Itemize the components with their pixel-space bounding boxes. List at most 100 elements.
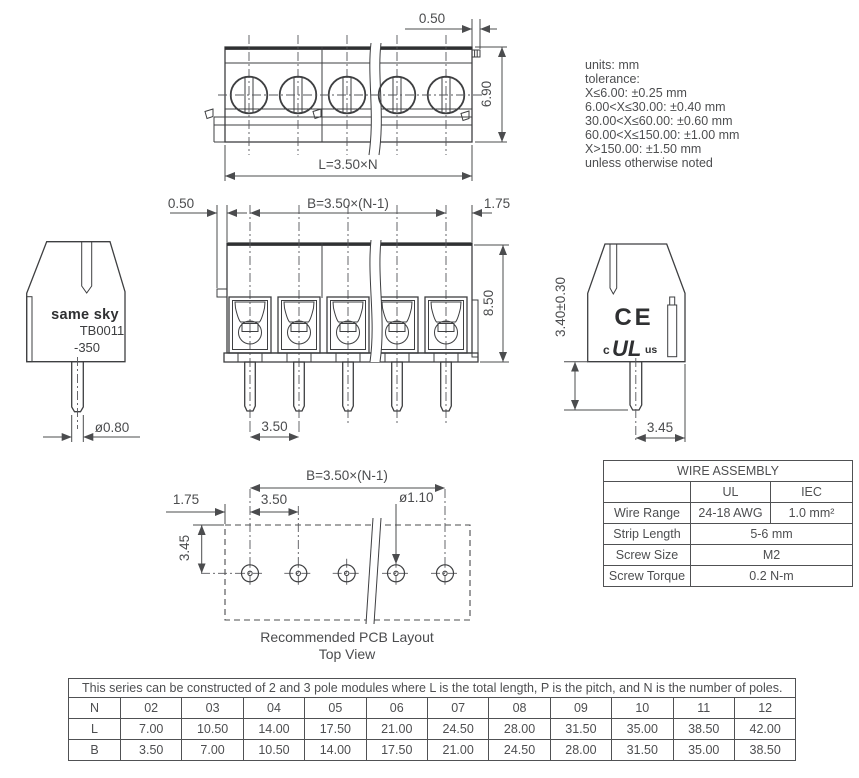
dim-total-length-label: L=3.50×N	[318, 157, 377, 172]
strip-length-label: Strip Length	[603, 523, 691, 545]
pcb-outline	[224, 524, 471, 621]
dim-pole-span-label: B=3.50×(N-1)	[306, 468, 388, 483]
l-value: 42.00	[733, 718, 797, 740]
top-slot	[81, 241, 93, 294]
b-value: 35.00	[672, 739, 735, 761]
side-rib	[471, 299, 479, 358]
dim-pole-span-label: B=3.50×(N-1)	[307, 196, 389, 211]
ul-mark-us: us	[645, 344, 657, 356]
side-rib	[26, 296, 33, 363]
pcb-layout-drawing: B=3.50×(N-1) 3.50 1.75 ø1.10 3.45 Recomm…	[166, 468, 471, 662]
part-suffix: -350	[74, 340, 100, 355]
dim-body-height-label: 8.50	[481, 290, 496, 316]
l-value: 38.50	[672, 718, 735, 740]
n-value: 06	[365, 697, 428, 719]
series-dimension-table: This series can be constructed of 2 and …	[67, 678, 797, 761]
tolerance-line: 6.00<X≤30.00: ±0.40 mm	[585, 100, 726, 114]
wire-assembly-table: WIRE ASSEMBLY UL IEC Wire Range 24-18 AW…	[603, 460, 853, 587]
side-view-left-drawing: same sky TB0011 -350 ø0.80	[26, 241, 140, 442]
n-value: 04	[242, 697, 306, 719]
pin	[629, 361, 643, 411]
tolerance-line: 60.00<X≤150.00: ±1.00 mm	[585, 128, 740, 142]
front-view-drawing: 0.50 B=3.50×(N-1) 1.75 8.50 3.50	[168, 196, 510, 441]
side-view-right-drawing: CE c UL us 3.40±0.30 3.45	[553, 243, 686, 442]
dim-pin-edge-label: 3.45	[647, 420, 673, 435]
l-value: 17.50	[304, 718, 367, 740]
series-row-n: N 02 03 04 05 06 07 08 09 10 11 12	[68, 697, 797, 719]
b-value: 28.00	[549, 739, 613, 761]
b-value: 7.00	[181, 739, 244, 761]
n-value: 07	[426, 697, 490, 719]
l-value: 31.50	[549, 718, 613, 740]
dim-pitch-label: 3.50	[261, 492, 287, 507]
dim-tab-label: 0.50	[419, 11, 445, 26]
dim-end-margin-label: 1.75	[484, 196, 510, 211]
l-value: 10.50	[181, 718, 244, 740]
b-value: 17.50	[365, 739, 428, 761]
wire-range-iec-value: 1.0 mm²	[770, 502, 853, 524]
n-value: 05	[304, 697, 367, 719]
n-value: 09	[549, 697, 613, 719]
ul-mark: UL	[612, 336, 641, 361]
break-gap	[369, 240, 383, 362]
n-value: 12	[733, 697, 797, 719]
l-value: 28.00	[488, 718, 551, 740]
housing-outline-top	[224, 46, 473, 143]
units-line: units: mm	[585, 58, 640, 72]
part-number: TB0011	[80, 323, 125, 338]
l-value: 24.50	[426, 718, 490, 740]
row-label-l: L	[68, 718, 121, 740]
n-value: 03	[181, 697, 244, 719]
side-rib	[667, 304, 678, 358]
top-slot	[609, 244, 618, 296]
side-step	[216, 288, 228, 298]
tolerance-title: tolerance:	[585, 72, 640, 86]
b-value: 31.50	[611, 739, 674, 761]
l-value: 14.00	[242, 718, 306, 740]
b-value: 38.50	[733, 739, 797, 761]
side-rib-notch	[669, 296, 676, 306]
break-gap	[366, 518, 381, 624]
wire-range-label: Wire Range	[603, 502, 691, 524]
dim-hole-diameter-label: ø1.10	[399, 490, 434, 505]
l-value: 7.00	[119, 718, 183, 740]
tolerance-line: 30.00<X≤60.00: ±0.60 mm	[585, 114, 733, 128]
dim-pin-length-label: 3.40±0.30	[553, 277, 568, 337]
b-value: 10.50	[242, 739, 306, 761]
ce-mark: CE	[614, 304, 653, 331]
dim-row-offset-label: 3.45	[177, 535, 192, 561]
tolerance-footnote: unless otherwise noted	[585, 156, 713, 170]
break-gap	[369, 43, 382, 155]
series-note: This series can be constructed of 2 and …	[67, 678, 797, 698]
housing-outline-side	[587, 243, 686, 363]
b-value: 3.50	[119, 739, 183, 761]
wire-range-ul-value: 24-18 AWG	[690, 502, 771, 524]
b-value: 24.50	[488, 739, 551, 761]
strip-length-value: 5-6 mm	[690, 523, 853, 545]
l-value: 21.00	[365, 718, 428, 740]
units-tolerance-notes: units: mm tolerance: X≤6.00: ±0.25 mm 6.…	[585, 58, 739, 170]
series-row-b: B 3.50 7.00 10.50 14.00 17.50 21.00 24.5…	[68, 739, 797, 761]
dim-pitch-label: 3.50	[261, 419, 287, 434]
screw-size-value: M2	[690, 544, 853, 566]
b-value: 14.00	[304, 739, 367, 761]
screw-torque-label: Screw Torque	[603, 565, 691, 587]
n-value: 11	[672, 697, 735, 719]
n-value: 02	[119, 697, 183, 719]
series-row-l: L 7.00 10.50 14.00 17.50 21.00 24.50 28.…	[68, 718, 797, 740]
l-value: 35.00	[611, 718, 674, 740]
row-label-b: B	[68, 739, 121, 761]
top-view-drawing: 0.50 6.90 L=3.50×N	[204, 11, 507, 181]
dim-edge-offset-label: 0.50	[168, 196, 194, 211]
pin	[71, 361, 84, 413]
solder-tab	[471, 49, 481, 58]
row-label-n: N	[68, 697, 121, 719]
wire-assembly-col-ul: UL	[690, 481, 771, 503]
dim-height-label: 6.90	[479, 81, 494, 107]
n-value: 08	[488, 697, 551, 719]
ul-mark-c: c	[603, 343, 610, 357]
b-value: 21.00	[426, 739, 490, 761]
pcb-caption-line1: Recommended PCB Layout	[260, 629, 434, 645]
tolerance-line: X≤6.00: ±0.25 mm	[585, 86, 687, 100]
housing-outline-side	[26, 241, 126, 363]
